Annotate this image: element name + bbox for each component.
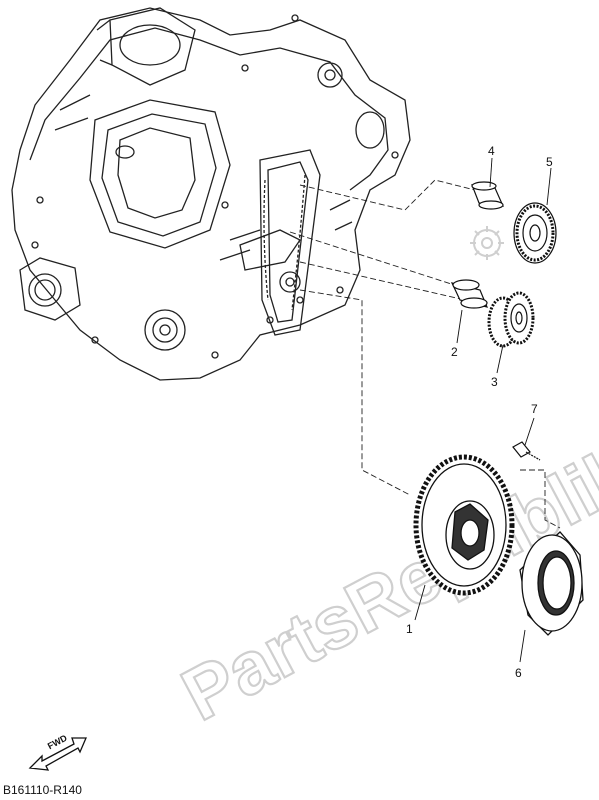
part-shaft-upper	[471, 181, 504, 210]
gear-logo-watermark	[470, 226, 504, 260]
part-bolt	[512, 441, 541, 461]
callout-4: 4	[488, 144, 495, 158]
diagram-code: B161110-R140	[3, 783, 82, 797]
part-idle-gear-middle	[487, 291, 535, 348]
callout-1: 1	[406, 622, 413, 636]
part-shaft-middle	[450, 279, 489, 309]
leader-lines	[289, 179, 561, 529]
engine-crankcase	[11, 7, 411, 381]
part-starter-clutch-gear	[413, 454, 515, 596]
callout-ticks	[414, 157, 552, 663]
callout-2: 2	[451, 345, 458, 359]
part-idle-gear-upper	[513, 202, 557, 264]
callout-7: 7	[531, 402, 538, 416]
callout-3: 3	[491, 375, 498, 389]
callout-5: 5	[546, 155, 553, 169]
part-one-way-clutch	[519, 531, 584, 636]
fwd-arrow-icon	[28, 737, 87, 771]
callout-6: 6	[515, 666, 522, 680]
